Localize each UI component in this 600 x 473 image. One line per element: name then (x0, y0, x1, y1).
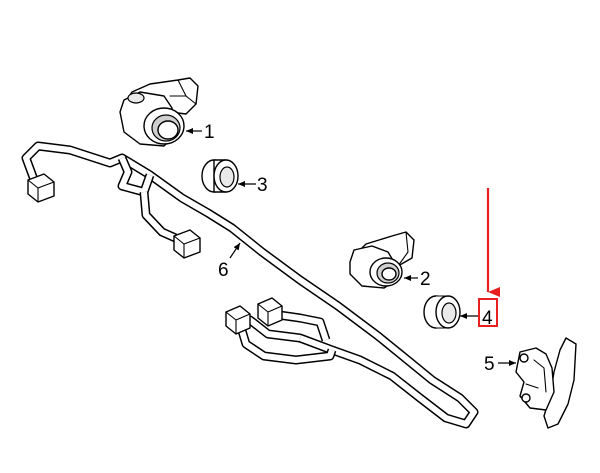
callout-2: 2 (420, 269, 431, 290)
connector-far-left (27, 173, 55, 203)
callout-5: 5 (484, 354, 495, 375)
connector-lower-left (225, 305, 251, 335)
connector-center (173, 229, 201, 259)
callout-1: 1 (204, 122, 215, 143)
harness-branch-lower (237, 317, 335, 363)
highlight-annotation (478, 188, 500, 327)
harness-branch-left (141, 191, 182, 243)
leader-6 (229, 242, 241, 259)
callout-3: 3 (257, 175, 268, 196)
highlight-box (478, 298, 498, 327)
harness-main-cable-outline (21, 141, 479, 429)
harness-main-cable (23, 143, 477, 427)
harness-loop (119, 156, 153, 195)
sensor-bracket (515, 337, 577, 429)
sensor-grommet-lower (423, 295, 461, 329)
harness-branch-mid (271, 311, 329, 341)
sensor-grommet-upper (201, 159, 239, 193)
wiring-harness (21, 141, 479, 429)
callout-6: 6 (218, 260, 229, 281)
parking-sensor-upper (119, 77, 199, 147)
parking-sensor-lower (349, 231, 415, 289)
callout-4: 4 (482, 308, 493, 329)
connector-lower-mid (257, 297, 283, 327)
